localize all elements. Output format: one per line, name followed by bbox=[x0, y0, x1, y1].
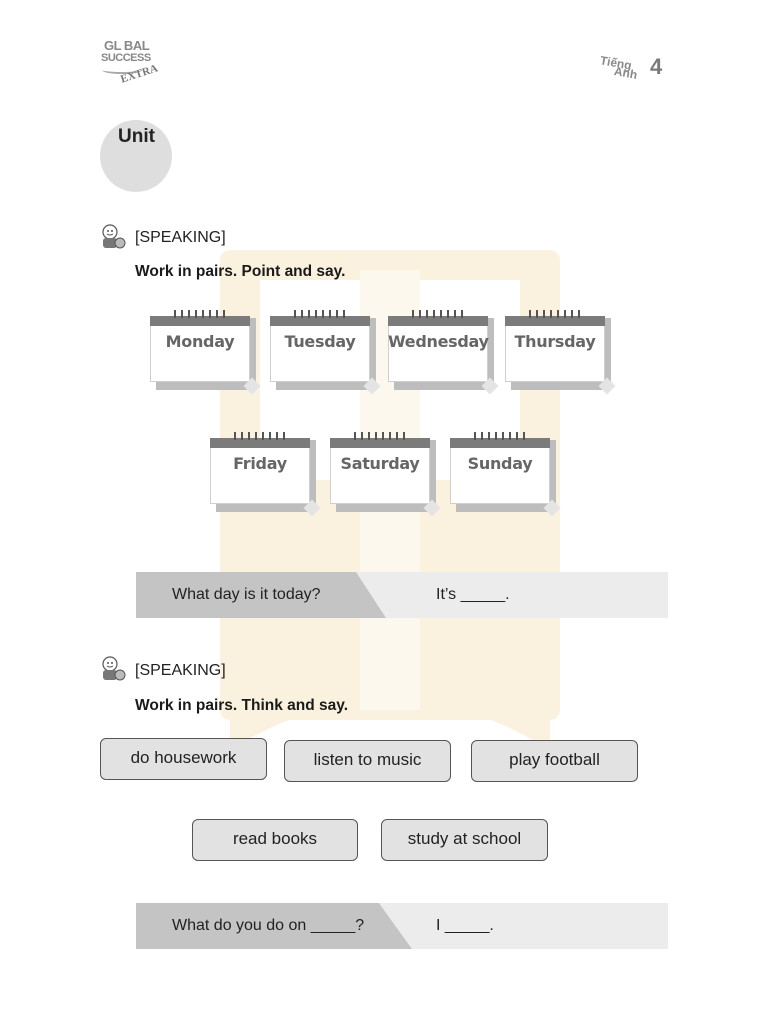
calendar-sunday: Sunday bbox=[450, 432, 561, 517]
dialogue-bar-2: What do you do on _____? I _____. bbox=[136, 903, 668, 949]
dialogue2-answer: I _____. bbox=[436, 917, 494, 934]
calendar-icon bbox=[174, 310, 228, 318]
calendar-icon bbox=[234, 432, 288, 440]
global-success-logo: GL BAL SUCCESS EXTRA bbox=[101, 38, 160, 86]
section2-title: [SPEAKING] bbox=[135, 662, 226, 679]
section1-title: [SPEAKING] bbox=[135, 229, 226, 246]
section1-instruction: Work in pairs. Point and say. bbox=[135, 263, 346, 280]
unit-label: Unit bbox=[118, 126, 155, 147]
unit-badge: Unit bbox=[100, 120, 172, 192]
calendar-icon bbox=[354, 432, 408, 440]
calendar-saturday: Saturday bbox=[330, 432, 441, 517]
tieng-anh-4-logo: Tiếng Anh 4 bbox=[599, 53, 663, 82]
calendar-icon bbox=[474, 432, 528, 440]
dialogue-bar-1: What day is it today? It’s _____. bbox=[136, 572, 668, 618]
activity-read-books: read books bbox=[192, 819, 358, 861]
activity-study-at-school: study at school bbox=[381, 819, 548, 861]
calendar-friday: Friday bbox=[210, 432, 321, 517]
speaking-icon bbox=[102, 224, 126, 249]
calendar-icon bbox=[529, 310, 583, 318]
speaking-icon bbox=[102, 656, 126, 681]
calendar-monday: Monday bbox=[150, 310, 261, 395]
activity-play-football: play football bbox=[471, 740, 638, 782]
activity-do-housework: do housework bbox=[100, 738, 267, 780]
dialogue1-answer: It’s _____. bbox=[436, 586, 510, 603]
dialogue1-question: What day is it today? bbox=[172, 586, 321, 603]
calendar-icon bbox=[412, 310, 466, 318]
calendar-tuesday: Tuesday bbox=[270, 310, 381, 395]
calendar-wednesday: Wednesday bbox=[388, 310, 499, 395]
calendar-thursday: Thursday bbox=[505, 310, 616, 395]
section2-instruction: Work in pairs. Think and say. bbox=[135, 697, 349, 714]
calendar-icon bbox=[294, 310, 348, 318]
activity-listen-to-music: listen to music bbox=[284, 740, 451, 782]
dialogue2-question: What do you do on _____? bbox=[172, 917, 365, 934]
